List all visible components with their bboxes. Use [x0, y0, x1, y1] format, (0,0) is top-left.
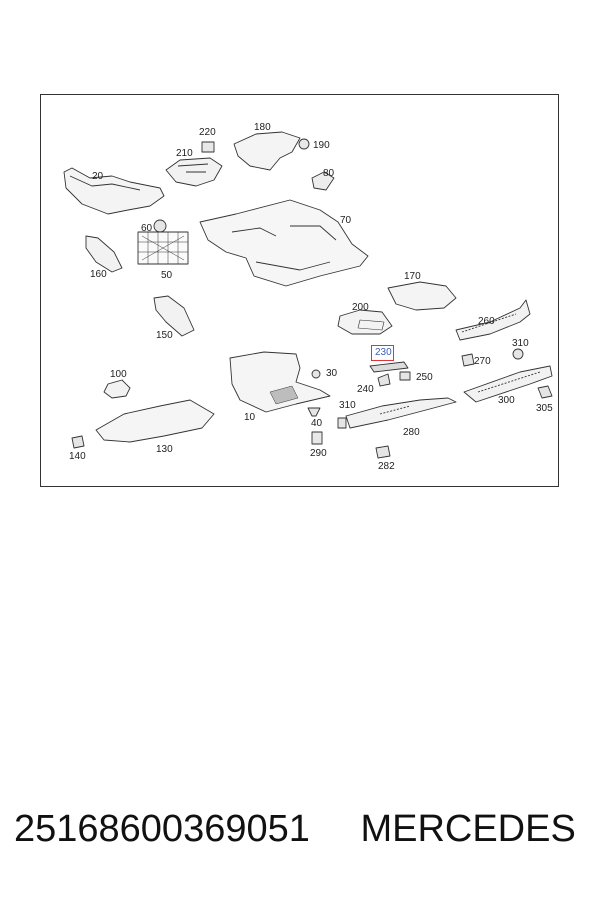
part-305-shape: [537, 385, 553, 399]
part-80-shape: [311, 171, 335, 191]
label-305: 305: [536, 403, 553, 414]
label-150: 150: [156, 330, 173, 341]
part-240-shape: [377, 373, 391, 387]
label-230: 230: [375, 347, 392, 358]
label-270: 270: [474, 356, 491, 367]
label-170: 170: [404, 271, 421, 282]
label-200: 200: [352, 302, 369, 313]
part-200-shape: [337, 309, 393, 335]
highlighted-part-box: 230: [371, 345, 394, 361]
label-80: 80: [323, 168, 335, 179]
label-180: 180: [254, 122, 271, 133]
label-300: 300: [498, 395, 515, 406]
label-140: 140: [69, 451, 86, 462]
part-100-shape: [103, 379, 131, 399]
part-70-shape: [199, 199, 369, 287]
part-310b-shape: [512, 348, 524, 360]
part-number: 25168600369051: [14, 808, 310, 850]
part-130-shape: [95, 399, 215, 443]
part-140-shape: [71, 435, 85, 449]
part-220-shape: [201, 141, 215, 153]
label-130: 130: [156, 444, 173, 455]
label-30: 30: [326, 368, 338, 379]
label-40: 40: [311, 418, 323, 429]
part-30-shape: [311, 369, 321, 379]
part-260-shape: [455, 299, 531, 341]
label-50: 50: [161, 270, 173, 281]
product-caption: 25168600369051 MERCEDES: [14, 808, 576, 851]
part-10-shape: [229, 351, 331, 413]
part-40-shape: [307, 407, 321, 417]
label-100: 100: [110, 369, 127, 380]
label-290: 290: [310, 448, 327, 459]
label-210: 210: [176, 148, 193, 159]
part-300-shape: [463, 365, 553, 403]
label-160: 160: [90, 269, 107, 280]
label-282: 282: [378, 461, 395, 472]
label-190: 190: [313, 140, 330, 151]
brand-name: MERCEDES: [360, 808, 576, 850]
part-290-shape: [311, 431, 323, 445]
part-270-shape: [461, 353, 475, 367]
label-20: 20: [92, 171, 104, 182]
part-20-shape: [63, 167, 165, 215]
label-310a: 310: [339, 400, 356, 411]
part-170-shape: [387, 281, 457, 311]
label-310b: 310: [512, 338, 529, 349]
part-190-shape: [298, 138, 310, 150]
part-150-shape: [153, 295, 195, 337]
label-10: 10: [244, 412, 256, 423]
label-220: 220: [199, 127, 216, 138]
part-282-shape: [375, 445, 391, 459]
part-160-shape: [85, 235, 123, 273]
part-250-shape: [399, 371, 411, 381]
label-250: 250: [416, 372, 433, 383]
label-60: 60: [141, 223, 153, 234]
label-280: 280: [403, 427, 420, 438]
part-280-shape: [345, 397, 457, 429]
part-180-shape: [233, 131, 301, 171]
label-240: 240: [357, 384, 374, 395]
part-310a-shape: [337, 417, 347, 429]
part-230-shape: [369, 361, 409, 373]
label-70: 70: [340, 215, 352, 226]
label-260: 260: [478, 316, 495, 327]
parts-diagram-drawing: [63, 131, 553, 459]
diagram-frame: [40, 94, 559, 487]
